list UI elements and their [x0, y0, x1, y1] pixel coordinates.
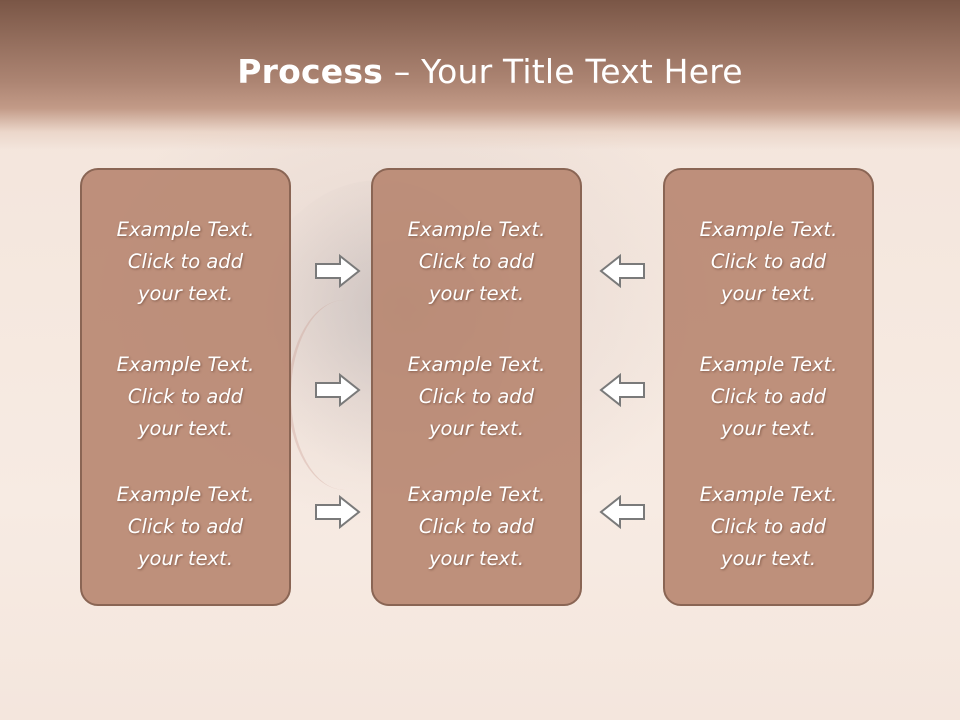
text-line: your text. [137, 417, 234, 440]
text-placeholder[interactable]: Example Text. Click to add your text. [665, 349, 872, 445]
left-text-panel[interactable]: Example Text. Click to add your text. Ex… [80, 168, 291, 606]
right-arrow-icon[interactable] [314, 372, 362, 408]
text-line: Click to add [127, 515, 244, 538]
text-placeholder[interactable]: Example Text. Click to add your text. [373, 214, 580, 310]
text-line: your text. [720, 547, 817, 570]
text-line: Example Text. [699, 218, 838, 241]
text-line: Click to add [418, 515, 535, 538]
text-line: Click to add [127, 250, 244, 273]
text-line: Click to add [418, 385, 535, 408]
text-line: your text. [720, 417, 817, 440]
text-placeholder[interactable]: Example Text. Click to add your text. [82, 479, 289, 575]
text-line: Example Text. [407, 483, 546, 506]
text-line: Example Text. [699, 483, 838, 506]
text-line: your text. [720, 282, 817, 305]
text-line: Example Text. [699, 353, 838, 376]
text-placeholder[interactable]: Example Text. Click to add your text. [665, 214, 872, 310]
text-line: Example Text. [407, 218, 546, 241]
text-line: Example Text. [116, 483, 255, 506]
slide-title[interactable]: Process – Your Title Text Here [0, 52, 960, 91]
text-line: your text. [137, 282, 234, 305]
text-placeholder[interactable]: Example Text. Click to add your text. [373, 349, 580, 445]
text-placeholder[interactable]: Example Text. Click to add your text. [373, 479, 580, 575]
left-arrow-icon[interactable] [598, 372, 646, 408]
right-arrow-icon[interactable] [314, 253, 362, 289]
text-placeholder[interactable]: Example Text. Click to add your text. [82, 214, 289, 310]
text-line: Example Text. [407, 353, 546, 376]
title-bold-part: Process [237, 52, 384, 91]
text-line: your text. [428, 547, 525, 570]
text-line: your text. [428, 282, 525, 305]
center-text-panel[interactable]: Example Text. Click to add your text. Ex… [371, 168, 582, 606]
left-arrow-icon[interactable] [598, 253, 646, 289]
text-line: Click to add [710, 515, 827, 538]
text-line: Example Text. [116, 353, 255, 376]
text-line: Click to add [710, 250, 827, 273]
text-line: your text. [428, 417, 525, 440]
title-rest-part: – Your Title Text Here [383, 52, 743, 91]
text-line: Click to add [710, 385, 827, 408]
right-text-panel[interactable]: Example Text. Click to add your text. Ex… [663, 168, 874, 606]
text-line: Example Text. [116, 218, 255, 241]
text-placeholder[interactable]: Example Text. Click to add your text. [665, 479, 872, 575]
text-placeholder[interactable]: Example Text. Click to add your text. [82, 349, 289, 445]
text-line: Click to add [127, 385, 244, 408]
text-line: Click to add [418, 250, 535, 273]
text-line: your text. [137, 547, 234, 570]
left-arrow-icon[interactable] [598, 494, 646, 530]
right-arrow-icon[interactable] [314, 494, 362, 530]
title-band [0, 0, 960, 150]
